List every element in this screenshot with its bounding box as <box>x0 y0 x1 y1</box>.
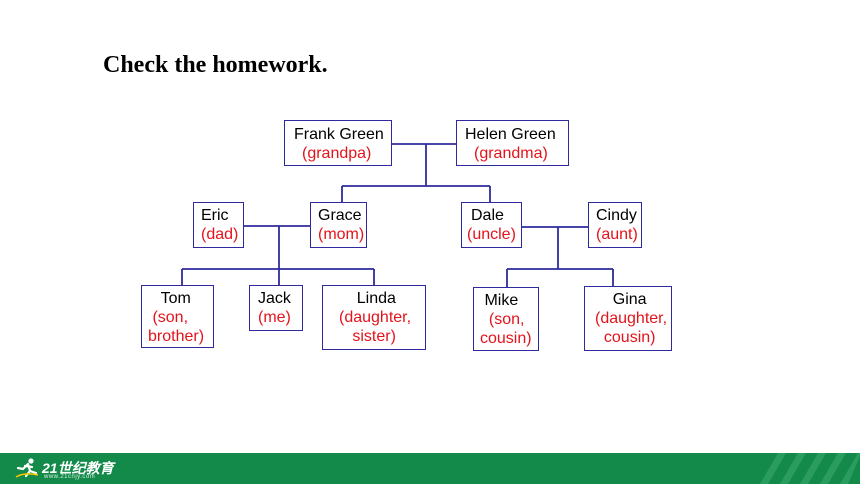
person-helen-green: Helen Green (grandma) <box>456 120 569 166</box>
person-name: Dale <box>471 207 504 224</box>
person-relation: (aunt) <box>596 226 638 243</box>
person-linda: Linda (daughter, sister) <box>322 285 426 350</box>
decorative-stripes <box>760 453 860 484</box>
person-name: Cindy <box>596 207 637 224</box>
person-name: Helen Green <box>465 126 556 143</box>
person-relation: (me) <box>258 309 291 326</box>
person-dale: Dale (uncle) <box>461 202 522 248</box>
person-name: Gina <box>595 291 647 308</box>
person-tom: Tom (son, brother) <box>141 285 214 348</box>
logo-url: www.21cnjy.com <box>44 474 96 480</box>
person-relation: (grandma) <box>474 145 548 162</box>
person-name: Frank Green <box>294 126 384 143</box>
person-relation: (daughter, cousin) <box>595 310 668 346</box>
logo-text: 21世纪教育 <box>42 460 114 476</box>
person-frank-green: Frank Green (grandpa) <box>284 120 392 166</box>
person-name: Grace <box>318 207 362 224</box>
person-name: Eric <box>201 207 229 224</box>
person-relation: (son, cousin) <box>480 311 532 347</box>
person-relation: (son, brother) <box>148 309 205 345</box>
person-cindy: Cindy (aunt) <box>588 202 642 248</box>
brand-logo: 21世纪教育 www.21cnjy.com <box>14 457 124 481</box>
person-relation: (grandpa) <box>302 145 372 162</box>
person-name: Linda <box>339 290 396 307</box>
person-name: Jack <box>258 290 291 307</box>
person-mike: Mike (son, cousin) <box>473 287 539 351</box>
running-figure-icon <box>15 458 39 478</box>
person-grace: Grace (mom) <box>310 202 367 248</box>
footer-bar: 21世纪教育 www.21cnjy.com <box>0 453 860 484</box>
person-name: Mike <box>480 292 519 309</box>
person-relation: (uncle) <box>467 226 516 243</box>
person-jack: Jack (me) <box>249 285 303 331</box>
page-title: Check the homework. <box>103 52 328 78</box>
person-gina: Gina (daughter, cousin) <box>584 286 672 351</box>
person-name: Tom <box>152 290 191 307</box>
person-eric: Eric (dad) <box>193 202 244 248</box>
person-relation: (daughter, sister) <box>339 309 412 345</box>
person-relation: (mom) <box>318 226 365 243</box>
person-relation: (dad) <box>201 226 239 243</box>
